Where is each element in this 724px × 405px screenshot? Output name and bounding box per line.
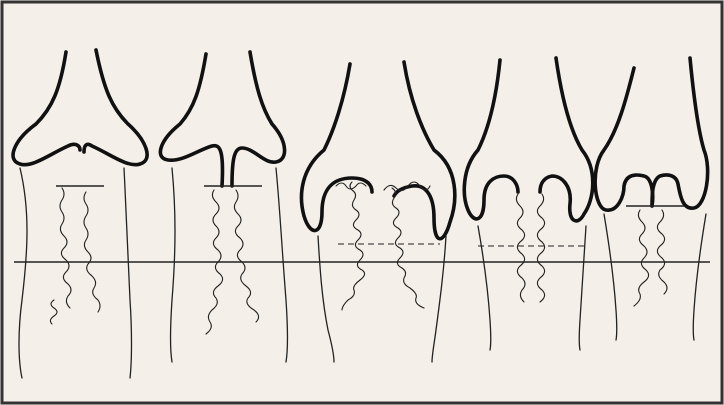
panel-4-left-flap [464, 60, 518, 219]
panel-1-left-flap [13, 52, 80, 165]
panel-4-left-strand [516, 194, 525, 302]
panel-4-left-wall [478, 226, 491, 350]
panel-3-left-flap [301, 64, 372, 231]
panel-4 [464, 58, 592, 350]
panel-5-left-wall [604, 214, 617, 340]
panel-3-right-flap [394, 62, 455, 239]
panel-5-right-flap [652, 58, 708, 208]
panel-1-right-wall [124, 168, 132, 378]
panel-1-right-strand [84, 192, 100, 312]
panel-1-right-flap [84, 50, 147, 165]
panel-5 [595, 58, 708, 340]
panel-2-right-strand [234, 190, 258, 322]
panel-2 [160, 52, 287, 362]
panel-2-left-wall [171, 168, 176, 362]
panel-4-right-flap [540, 58, 593, 221]
panel-1-left-lower-strand [50, 300, 57, 324]
panel-1-left-wall [19, 168, 27, 378]
panel-5-right-wall [693, 214, 706, 340]
panel-4-right-strand [537, 194, 544, 302]
panel-3 [301, 62, 454, 362]
panel-3-left-strand [342, 182, 365, 310]
panel-2-left-flap [160, 54, 222, 186]
panel-3-left-wall [318, 236, 334, 362]
panel-3-right-strand [392, 188, 424, 308]
panel-5-left-strand [634, 210, 649, 306]
panel-1 [13, 50, 147, 378]
panel-3-right-wall [432, 236, 446, 362]
panel-5-left-flap [595, 68, 653, 210]
panel-2-right-flap [232, 52, 285, 186]
panel-5-right-strand [657, 210, 667, 294]
panel-4-right-wall [579, 226, 586, 350]
panel-1-left-strand [60, 188, 71, 308]
panel-2-right-wall [276, 168, 288, 362]
